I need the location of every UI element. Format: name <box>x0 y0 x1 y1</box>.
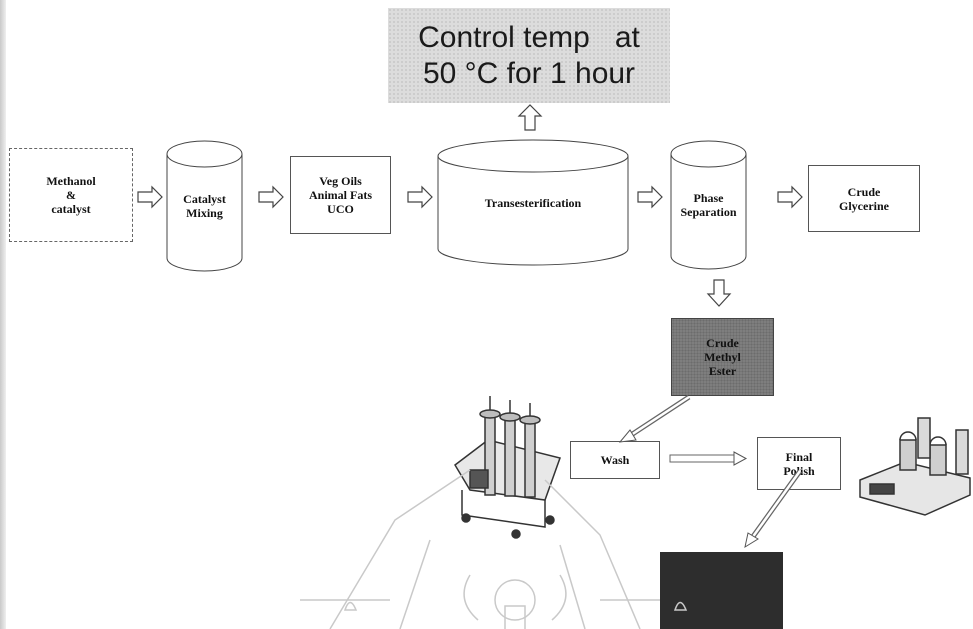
veg-oils-label: Veg Oils Animal Fats UCO <box>309 174 372 216</box>
polish-equipment-illustration <box>860 418 970 515</box>
left-scan-edge <box>0 0 6 629</box>
phase-separation-label: Phase Separation <box>680 191 736 219</box>
transesterification-label: Transesterification <box>485 196 581 210</box>
methanol-catalyst-label: Methanol & catalyst <box>46 174 95 216</box>
phase-separation-cylinder: Phase Separation <box>670 140 747 270</box>
final-polish-label: Final Polish <box>783 450 814 478</box>
crude-methyl-ester-box: Crude Methyl Ester <box>671 318 774 396</box>
wash-equipment-illustration <box>455 396 560 538</box>
arrow-methanol-to-mixing <box>138 187 162 207</box>
wash-label: Wash <box>601 453 630 467</box>
catalyst-mixing-label: Catalyst Mixing <box>183 192 226 220</box>
arrow-mixing-to-vegoils <box>259 187 283 207</box>
product-image-dark <box>660 552 783 629</box>
control-note-line1: Control temp at <box>418 20 640 56</box>
university-watermark <box>300 470 686 629</box>
methanol-catalyst-box: Methanol & catalyst <box>9 148 133 242</box>
crude-glycerine-box: Crude Glycerine <box>808 165 920 232</box>
wash-box: Wash <box>570 441 660 479</box>
arrow-ester-to-wash <box>620 397 689 442</box>
transesterification-cylinder: Transesterification <box>437 139 629 267</box>
arrow-trans-to-phase <box>638 187 662 207</box>
arrow-phase-to-glycerine <box>778 187 802 207</box>
control-temp-note: Control temp at 50 °C for 1 hour <box>388 8 670 103</box>
crude-methyl-ester-label: Crude Methyl Ester <box>704 336 741 378</box>
crude-glycerine-label: Crude Glycerine <box>839 185 889 213</box>
catalyst-mixing-cylinder: Catalyst Mixing <box>166 140 243 272</box>
control-note-line2: 50 °C for 1 hour <box>423 56 635 92</box>
veg-oils-box: Veg Oils Animal Fats UCO <box>290 156 391 234</box>
arrow-wash-to-polish <box>670 452 746 465</box>
arrow-vegoils-to-trans <box>408 187 432 207</box>
arrow-phase-to-ester <box>708 280 730 306</box>
final-polish-box: Final Polish <box>757 437 841 490</box>
arrow-trans-to-control <box>519 105 541 130</box>
